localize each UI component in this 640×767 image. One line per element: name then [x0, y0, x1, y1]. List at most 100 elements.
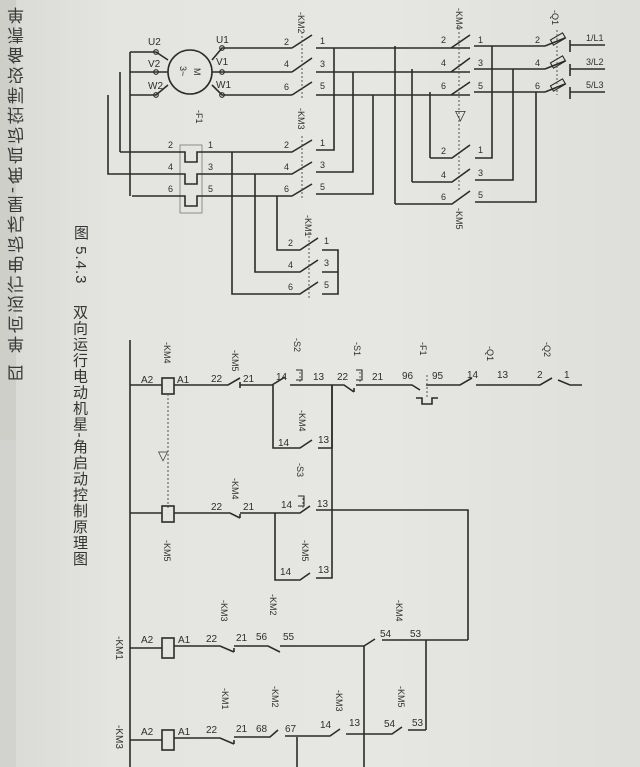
svg-text:14: 14 — [320, 720, 332, 731]
svg-text:96: 96 — [402, 371, 414, 382]
svg-text:1: 1 — [478, 35, 483, 45]
svg-text:4: 4 — [284, 59, 289, 69]
svg-text:13: 13 — [313, 372, 325, 383]
svg-text:21: 21 — [236, 633, 248, 644]
svg-text:2: 2 — [168, 140, 173, 150]
svg-text:21: 21 — [243, 502, 255, 513]
svg-text:-KM3: -KM3 — [113, 725, 124, 749]
svg-text:5: 5 — [478, 190, 483, 200]
svg-text:-Q1: -Q1 — [550, 10, 560, 25]
svg-text:54: 54 — [380, 629, 392, 640]
svg-text:1: 1 — [320, 138, 325, 148]
svg-text:4: 4 — [288, 260, 293, 270]
svg-text:2: 2 — [537, 370, 543, 381]
svg-text:-KM2: -KM2 — [270, 686, 280, 708]
svg-text:-KM4: -KM4 — [230, 478, 240, 500]
svg-text:A2: A2 — [141, 727, 154, 738]
svg-text:2: 2 — [284, 140, 289, 150]
svg-text:-KM2: -KM2 — [268, 594, 278, 616]
svg-text:A2: A2 — [141, 375, 154, 386]
svg-text:-KM4: -KM4 — [454, 8, 464, 30]
svg-text:-KM3: -KM3 — [219, 600, 229, 622]
contactor-km1: -KM1 2 4 6 1 3 5 — [231, 152, 339, 298]
svg-text:14: 14 — [276, 372, 288, 383]
svg-text:4: 4 — [441, 58, 446, 68]
svg-text:U2: U2 — [148, 37, 161, 48]
svg-text:5: 5 — [208, 184, 213, 194]
svg-text:68: 68 — [256, 724, 268, 735]
svg-text:4: 4 — [535, 58, 540, 68]
svg-text:3: 3 — [208, 162, 213, 172]
svg-text:V1: V1 — [216, 57, 229, 68]
svg-text:-S1: -S1 — [352, 342, 362, 356]
svg-text:21: 21 — [236, 724, 248, 735]
svg-text:U1: U1 — [216, 35, 229, 46]
svg-text:5: 5 — [324, 280, 329, 290]
svg-text:-KM3: -KM3 — [296, 108, 306, 130]
svg-text:3: 3 — [478, 168, 483, 178]
svg-text:6: 6 — [284, 82, 289, 92]
svg-text:-KM5: -KM5 — [162, 540, 172, 562]
svg-text:6: 6 — [168, 184, 173, 194]
svg-text:A1: A1 — [178, 727, 191, 738]
svg-text:2: 2 — [441, 35, 446, 45]
svg-text:-KM5: -KM5 — [300, 540, 310, 562]
svg-text:21: 21 — [243, 374, 255, 385]
svg-text:2: 2 — [535, 35, 540, 45]
breaker-q1: -Q1 2 4 6 1/L1 3/L2 5/L3 — [535, 10, 605, 99]
svg-text:-S3: -S3 — [295, 463, 305, 477]
svg-text:6: 6 — [441, 81, 446, 91]
svg-text:1: 1 — [320, 36, 325, 46]
svg-text:5: 5 — [478, 81, 483, 91]
svg-text:53: 53 — [410, 629, 422, 640]
overload-f1: -F1 2 4 6 1 3 5 — [107, 52, 232, 214]
svg-text:▽: ▽ — [158, 448, 168, 463]
svg-text:14: 14 — [467, 370, 479, 381]
svg-text:-KM5: -KM5 — [454, 208, 464, 230]
svg-text:-KM5: -KM5 — [230, 350, 240, 372]
svg-text:5: 5 — [320, 81, 325, 91]
svg-text:6: 6 — [535, 81, 540, 91]
contactor-km5: 2 4 6 1 3 5 -KM5 — [394, 46, 537, 230]
svg-text:1/L1: 1/L1 — [586, 33, 604, 43]
contactor-km3: -KM3 2 4 6 1 3 5 — [232, 48, 374, 200]
svg-text:1: 1 — [564, 370, 570, 381]
svg-text:14: 14 — [281, 500, 293, 511]
svg-text:13: 13 — [497, 370, 509, 381]
svg-text:-Q2: -Q2 — [542, 342, 552, 357]
svg-text:-Q1: -Q1 — [485, 346, 495, 361]
svg-text:W1: W1 — [216, 80, 231, 91]
svg-text:3: 3 — [320, 160, 325, 170]
svg-text:3: 3 — [324, 258, 329, 268]
svg-text:-KM1: -KM1 — [303, 215, 313, 237]
contactor-km2: -KM2 2 4 6 1 3 5 — [284, 12, 470, 100]
motor: M 3~ U2 V2 W2 U1 V1 W1 — [130, 35, 292, 98]
svg-text:-F1: -F1 — [194, 110, 204, 124]
svg-text:13: 13 — [318, 435, 330, 446]
svg-text:54: 54 — [384, 719, 396, 730]
svg-text:55: 55 — [283, 632, 295, 643]
svg-text:1: 1 — [208, 140, 213, 150]
side-heading-band: 四 单向运行电动机星-角启动控制设备清单 — [0, 0, 23, 440]
svg-text:22: 22 — [211, 502, 223, 513]
svg-text:6: 6 — [284, 184, 289, 194]
svg-text:1: 1 — [324, 236, 329, 246]
svg-text:-KM4: -KM4 — [297, 410, 307, 432]
svg-text:4: 4 — [168, 162, 173, 172]
svg-text:13: 13 — [318, 565, 330, 576]
svg-text:-KM5: -KM5 — [396, 686, 406, 708]
svg-text:-KM4: -KM4 — [394, 600, 404, 622]
svg-text:1: 1 — [478, 145, 483, 155]
svg-text:-KM3: -KM3 — [334, 690, 344, 712]
svg-text:13: 13 — [349, 718, 361, 729]
svg-text:V2: V2 — [148, 59, 161, 70]
svg-text:-KM2: -KM2 — [296, 12, 306, 34]
svg-text:95: 95 — [432, 371, 444, 382]
figure-title: 双向运行电动机星-角启动控制原理图 — [71, 304, 89, 567]
svg-text:-S2: -S2 — [292, 338, 302, 352]
control-circuit: A2 A1 -KM4 22 21 -KM5 14 13 -S2 22 21 -S… — [113, 338, 582, 767]
svg-text:4: 4 — [441, 170, 446, 180]
svg-text:6: 6 — [288, 282, 293, 292]
